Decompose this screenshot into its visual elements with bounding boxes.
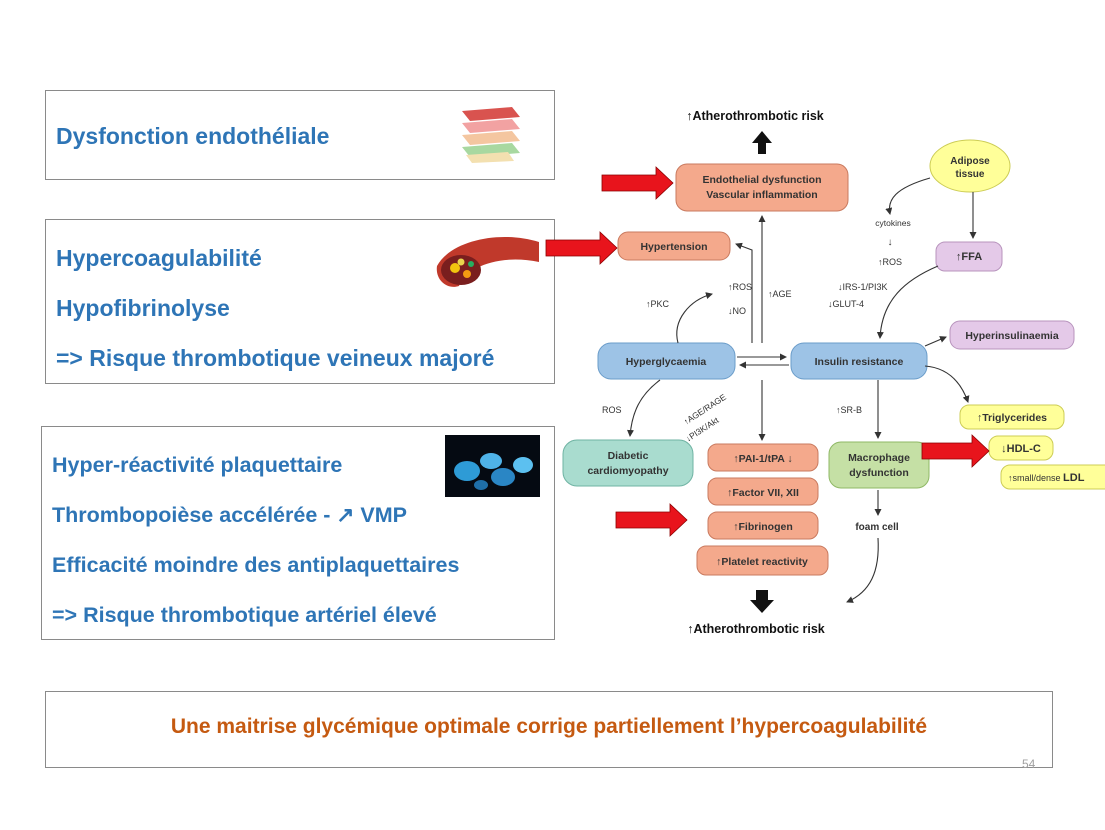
ros-left-label: ROS [602,405,622,415]
glut-label: ↓GLUT-4 [828,299,864,309]
adipose-ros-label: ↑ROS [878,257,902,267]
top-risk-label: ↑Atherothrombotic risk [686,109,824,123]
hyperinsulinaemia-box [949,320,1075,350]
small-dense-label: ↑small/dense [1008,473,1063,483]
cardiomyopathy-label: cardiomyopathy [587,465,668,477]
small-dense-ldl-box [1000,464,1105,490]
hyperglycaemia-box [597,342,736,380]
macrophage-label: Macrophage [848,452,910,464]
triglycerides-box [959,404,1065,430]
red-arrow-endothelial [601,166,674,200]
foam-cell-label: foam cell [855,522,899,533]
hyperglycaemia-label: Hyperglycaemia [626,356,707,368]
dysfunction-label: dysfunction [849,467,909,479]
pai-label: ↑PAI-1/tPA ↓ [733,453,792,465]
ldl-label: LDL [1063,472,1085,484]
hypertension-label: Hypertension [640,241,707,253]
factor-box [707,477,819,506]
fibrinogen-box [707,511,819,540]
platelet-reactivity-box [696,545,829,576]
venous-risk-label: => Risque thrombotique veineux majoré [56,345,495,371]
platelets-image [445,435,540,497]
red-arrow-coagulation [615,503,688,537]
adipose-tissue-node [929,139,1011,193]
diabetic-label: Diabetic [608,450,649,462]
macrophage-box [828,441,930,489]
diagram-connectors [627,177,977,603]
factor-label: ↑Factor VII, XII [727,487,799,499]
ffa-box [935,241,1003,272]
age-up-label: ↑AGE [768,289,792,299]
endothelial-label: Dysfonction endothéliale [56,123,330,149]
hdlc-label: ↓HDL-C [1001,443,1041,455]
pai-box [707,443,819,472]
platelet-reactivity-label: ↑Platelet reactivity [716,556,808,568]
red-emphasis-arrows [545,166,990,537]
pkc-label: ↑PKC [646,299,670,309]
top-risk-up-arrow [752,131,772,154]
insulin-resistance-label: Insulin resistance [815,356,904,368]
diabetic-cardiomyopathy-box [562,439,694,487]
endothelial-box: Dysfonction endothéliale [45,90,555,180]
platelet-box: Hyper-réactivité plaquettaire Thrombopoi… [41,426,555,640]
hdlc-box [988,435,1054,461]
arterial-risk-label: => Risque thrombotique artériel élevé [52,603,437,627]
conclusion-box: Une maitrise glycémique optimale corrige… [45,691,1053,768]
adipose-label-1: Adipose [950,156,990,167]
hypercoag-label: Hypercoagulabilité [56,245,262,271]
hypertension-box [617,231,731,261]
bottom-risk-label: ↑Atherothrombotic risk [687,622,825,636]
endothelial-dysfunction-box [675,163,849,212]
endothelial-dysfunction-label: Endothelial dysfunction [702,174,821,186]
conclusion-text: Une maitrise glycémique optimale corrige… [170,715,928,738]
ros-up-label: ↑ROS [728,282,752,292]
thrombopoiesis-label: Thrombopoièse accélérée - ↗ VMP [52,503,407,527]
pathophysiology-diagram: ↑Atherothrombotic risk Endothelial dysfu… [545,109,1105,636]
hypercoag-box: Hypercoagulabilité Hypofibrinolyse => Ri… [45,219,555,384]
no-down-label: ↓NO [728,306,746,316]
insulin-resistance-box [790,342,928,380]
red-arrow-hypertension [545,231,618,265]
antiplatelet-efficacy-label: Efficacité moindre des antiplaquettaires [52,553,460,577]
srb-label: ↑SR-B [836,405,862,415]
blood-vessel-icon [436,236,539,287]
red-arrow-hdlc [921,434,990,468]
bottom-risk-down-arrow [750,590,774,613]
hyperinsulinaemia-label: Hyperinsulinaemia [965,330,1059,342]
fibrinogen-label: ↑Fibrinogen [733,521,793,533]
cytokines-down-arrow: ↓ [888,237,893,248]
vascular-inflammation-label: Vascular inflammation [706,189,817,201]
adipose-label-2: tissue [956,169,985,180]
hypofibrinolysis-label: Hypofibrinolyse [56,295,230,321]
slide-number: 54 [1022,757,1036,771]
irs-label: ↓IRS-1/PI3K [838,282,888,292]
platelet-hyperreactivity-label: Hyper-réactivité plaquettaire [52,453,343,477]
cytokines-label: cytokines [875,218,910,228]
small-dense-ldl-text: ↑small/dense LDL [1008,472,1085,484]
ffa-label: ↑FFA [956,251,982,263]
triglycerides-label: ↑Triglycerides [977,412,1047,424]
endothelium-layers-icon [462,107,520,163]
